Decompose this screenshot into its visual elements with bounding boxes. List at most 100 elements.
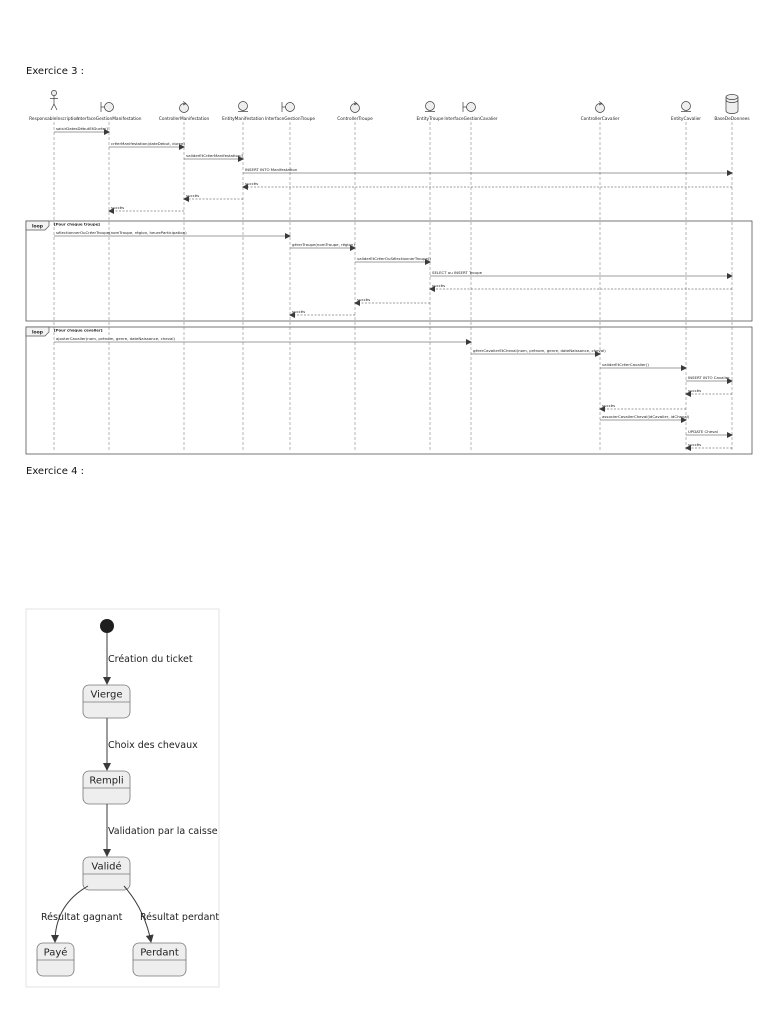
transition-label: Choix des chevaux <box>108 740 198 751</box>
state-node: Validé <box>82 856 131 891</box>
participant-entity: EntityManifestation <box>222 101 264 452</box>
message-label: succès <box>292 309 305 314</box>
transition-arrow <box>123 885 154 943</box>
state-name: Payé <box>44 947 68 959</box>
message: succès <box>685 388 732 397</box>
message-label: succès <box>186 193 199 198</box>
loop-guard: [Pour chaque troupe] <box>54 222 100 227</box>
state-node: Payé <box>36 942 75 977</box>
participant-label: EntityCavalier <box>671 116 701 122</box>
message: INSERT INTO Cavalier <box>686 375 733 384</box>
state-node: Rempli <box>82 770 131 805</box>
message: succès <box>429 283 732 292</box>
message-label: succès <box>111 205 124 210</box>
loop-frame: loop[Pour chaque cavalier] <box>25 326 753 455</box>
transition: Choix des chevaux <box>103 718 198 771</box>
participant-label: ControllerTroupe <box>337 116 373 122</box>
message-label: succès <box>602 403 615 408</box>
loop-frame-box <box>25 326 753 455</box>
message: succès <box>685 442 732 451</box>
participant-label: ControllerManifestation <box>159 116 210 122</box>
message: succès <box>183 193 243 202</box>
message-label: validerEtCréerOuSélectionnerTroupe() <box>357 256 431 261</box>
control-icon <box>350 101 360 113</box>
state-diagram-frame <box>25 608 220 988</box>
participant-label: ResponsableInscription <box>29 116 79 122</box>
message-label: ajouterCavalier(nom, prénom, genre, date… <box>56 336 175 341</box>
message: succès <box>289 309 355 318</box>
state-box <box>132 942 187 977</box>
exercise-3-heading: Exercice 3 : <box>26 66 84 77</box>
message-label: validerEtCréerCavalier() <box>602 362 649 367</box>
message: succès <box>354 297 430 306</box>
control-icon <box>179 101 189 113</box>
participant-entity: EntityCavalier <box>671 101 701 452</box>
loop-tag: loop <box>32 224 44 230</box>
transition: Résultat gagnant <box>41 885 123 943</box>
participant-label: InterfaceGestionTroupe <box>265 116 315 122</box>
participant-label: EntityTroupe <box>417 116 444 122</box>
message: succès <box>108 205 184 214</box>
participant-control: ControllerManifestation <box>159 101 210 452</box>
transition-label: Résultat gagnant <box>41 912 123 923</box>
message: saisirDatesDébutEtDurée() <box>54 126 110 135</box>
participant-label: ControllerCavalier <box>581 116 620 122</box>
participant-label: InterfaceGestionCavalier <box>444 116 498 122</box>
loop-tag-box <box>25 220 50 231</box>
message: sélectionnerOuCréerTroupe(nomTroupe, rég… <box>54 230 291 239</box>
participant-boundary: InterfaceGestionCavalier <box>444 102 498 452</box>
boundary-icon <box>462 102 476 112</box>
message: gérerTroupe(nomTroupe, région) <box>290 242 356 251</box>
loop-guard: [Pour chaque cavalier] <box>54 328 103 333</box>
participant-database: BaseDeDonnees <box>714 94 750 452</box>
participant-label: BaseDeDonnees <box>714 116 750 122</box>
initial-transition: Création du ticket <box>103 633 193 685</box>
message: validerEtCréerOuSélectionnerTroupe() <box>355 256 431 265</box>
participant-control: ControllerTroupe <box>337 101 373 452</box>
initial-state-node <box>100 619 114 633</box>
exercise-4-heading: Exercice 4 : <box>26 466 84 477</box>
state-name: Vierge <box>91 690 123 701</box>
message-label: succès <box>688 388 701 393</box>
participant-label: InterfaceGestionManifestation <box>77 116 142 122</box>
message-label: succès <box>245 181 258 186</box>
state-name: Perdant <box>140 948 179 959</box>
participant-actor: ResponsableInscription <box>29 90 79 452</box>
message-label: succès <box>688 442 701 447</box>
transition-label: Création du ticket <box>108 654 193 665</box>
message: associerCavalierCheval(idCavalier, idChe… <box>600 414 690 423</box>
boundary-icon <box>281 102 295 112</box>
message-label: SELECT ou INSERT Troupe <box>432 270 483 275</box>
message: gérerCavalierEtCheval(nom, prénom, genre… <box>471 348 606 357</box>
state-name: Rempli <box>89 776 123 787</box>
loop-frame: loop [Pour chaque troupe] <box>25 220 753 322</box>
message: créerManifestation(dateDebut, duree) <box>109 141 185 150</box>
database-icon <box>725 94 739 114</box>
message-label: INSERT INTO Cavalier <box>688 375 730 380</box>
message-label: succès <box>432 283 445 288</box>
state-node: Vierge <box>82 684 131 719</box>
message: validerEtCréerManifestation() <box>184 153 244 162</box>
message-label: validerEtCréerManifestation() <box>186 153 244 158</box>
transition: Résultat perdant <box>123 885 219 943</box>
message-label: sélectionnerOuCréerTroupe(nomTroupe, rég… <box>56 230 187 235</box>
state-name: Validé <box>91 861 121 873</box>
message-label: associerCavalierCheval(idCavalier, idChe… <box>602 414 690 419</box>
message-label: INSERT INTO Manifestation <box>245 167 298 172</box>
entity-icon <box>425 101 435 112</box>
message-label: gérerTroupe(nomTroupe, région) <box>292 242 355 247</box>
message: UPDATE Cheval <box>686 429 733 438</box>
transition: Validation par la caisse <box>103 804 218 857</box>
state-node: Perdant <box>132 942 187 977</box>
control-icon <box>595 101 605 113</box>
transition-arrow <box>51 885 89 943</box>
loop-frame-box <box>25 220 753 322</box>
message: validerEtCréerCavalier() <box>600 362 687 371</box>
message-label: succès <box>357 297 370 302</box>
message-label: UPDATE Cheval <box>688 429 718 434</box>
message-label: créerManifestation(dateDebut, duree) <box>111 141 185 146</box>
transition-label: Résultat perdant <box>140 912 219 923</box>
message: succès <box>242 181 732 190</box>
message: SELECT ou INSERT Troupe <box>430 270 733 279</box>
